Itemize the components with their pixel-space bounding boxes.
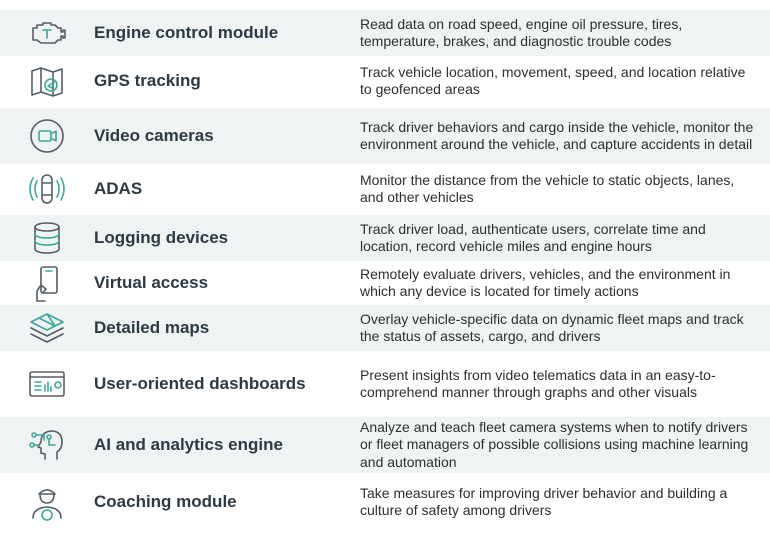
row-title: ADAS [94, 179, 143, 198]
row-title: Logging devices [94, 228, 229, 247]
map-location-icon [0, 58, 94, 104]
row-description: Overlay vehicle-specific data on dynamic… [360, 310, 744, 345]
table-row: Coaching module Take measures for improv… [0, 476, 770, 528]
row-description: Remotely evaluate drivers, vehicles, and… [360, 265, 731, 300]
dashboard-icon [0, 354, 94, 414]
row-title: User-oriented dashboards [94, 374, 306, 393]
row-title: Engine control module [94, 23, 279, 42]
phone-hand-icon [0, 262, 94, 304]
row-description: Take measures for improving driver behav… [360, 484, 728, 519]
video-camera-icon [0, 108, 94, 164]
table-row: User-oriented dashboards Present insight… [0, 354, 770, 414]
row-description: Read data on road speed, engine oil pres… [360, 15, 683, 50]
row-title: Video cameras [94, 126, 214, 145]
row-description: Monitor the distance from the vehicle to… [360, 171, 735, 206]
table-row: ADAS Monitor the distance from the vehic… [0, 166, 770, 212]
row-title: Detailed maps [94, 318, 210, 337]
row-title: GPS tracking [94, 71, 201, 90]
table-row: Video cameras Track driver behaviors and… [0, 108, 770, 164]
table-row: AI and analytics engine Analyze and teac… [0, 417, 770, 473]
table-row: GPS tracking Track vehicle location, mov… [0, 58, 770, 104]
ai-head-icon [0, 417, 94, 473]
row-description: Track vehicle location, movement, speed,… [360, 63, 746, 98]
table-row: Detailed maps Overlay vehicle-specific d… [0, 305, 770, 351]
table-row: Virtual access Remotely evaluate drivers… [0, 262, 770, 304]
driver-icon [0, 476, 94, 528]
row-title: AI and analytics engine [94, 435, 283, 454]
table-row: Logging devices Track driver load, authe… [0, 215, 770, 261]
engine-icon [0, 10, 94, 56]
layers-map-icon [0, 305, 94, 351]
row-description: Present insights from video telematics d… [360, 366, 716, 401]
row-description: Track driver load, authenticate users, c… [360, 220, 706, 255]
row-description: Track driver behaviors and cargo inside … [360, 118, 754, 153]
table-row: Engine control module Read data on road … [0, 10, 770, 56]
row-title: Coaching module [94, 492, 237, 511]
row-description: Analyze and teach fleet camera systems w… [360, 418, 749, 470]
database-icon [0, 215, 94, 261]
row-title: Virtual access [94, 273, 209, 292]
car-sensor-icon [0, 166, 94, 212]
